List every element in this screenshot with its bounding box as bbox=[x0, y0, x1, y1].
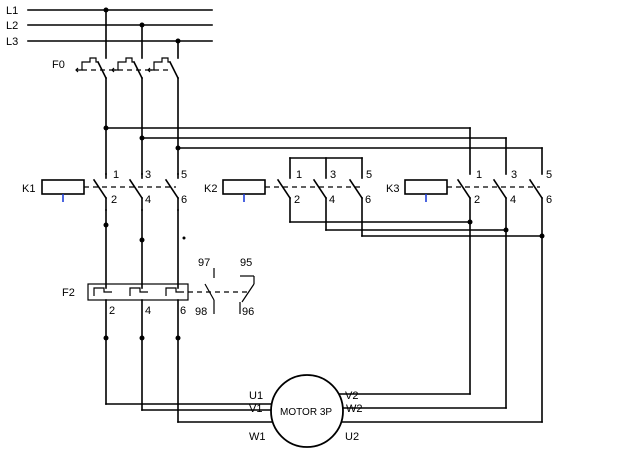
k1-label: K1 bbox=[22, 183, 35, 195]
contactor-k1: K1 1 3 5 2 4 6 bbox=[22, 169, 187, 211]
aux-terminal-95: 95 bbox=[240, 257, 252, 269]
k3-coil bbox=[404, 179, 448, 195]
k1-terminal-6: 6 bbox=[181, 194, 187, 206]
motor-terminal-w2: W2 bbox=[346, 403, 363, 415]
overload-terminal-4: 4 bbox=[145, 305, 151, 317]
contactor-k2: K2 1 3 5 2 4 6 bbox=[204, 157, 543, 237]
line-l2-label: L2 bbox=[6, 20, 18, 32]
motor-symbol bbox=[270, 374, 344, 448]
overload-f2-body bbox=[87, 283, 189, 301]
k3-terminal-4: 4 bbox=[510, 194, 516, 206]
k1-terminal-2: 2 bbox=[111, 194, 117, 206]
motor-wiring bbox=[105, 393, 543, 423]
motor-terminal-u2: U2 bbox=[345, 431, 359, 443]
k2-terminal-2: 2 bbox=[294, 194, 300, 206]
aux-terminal-98: 98 bbox=[195, 306, 207, 318]
junction-dot bbox=[467, 219, 473, 225]
junction-dot bbox=[139, 237, 145, 243]
motor-terminal-w1: W1 bbox=[249, 431, 266, 443]
k3-terminal-2: 2 bbox=[474, 194, 480, 206]
k2-terminal-5: 5 bbox=[366, 169, 372, 181]
line-l3-label: L3 bbox=[6, 36, 18, 48]
junction-dot bbox=[539, 233, 545, 239]
overload-terminal-2: 2 bbox=[109, 305, 115, 317]
bus-to-k3 bbox=[103, 125, 543, 175]
k2-terminal-1: 1 bbox=[296, 169, 302, 181]
k1-terminal-4: 4 bbox=[145, 194, 151, 206]
k1-terminal-5: 5 bbox=[181, 169, 187, 181]
k2-coil bbox=[222, 179, 266, 195]
motor-3p: MOTOR 3P U1 V1 W1 V2 W2 U2 bbox=[249, 374, 363, 448]
junction-dot bbox=[103, 222, 109, 228]
overload-relay-f2: F2 2 4 6 bbox=[62, 283, 250, 423]
k1-terminal-1: 1 bbox=[113, 169, 119, 181]
junction-dot bbox=[103, 335, 109, 341]
k2-terminal-6: 6 bbox=[365, 194, 371, 206]
k3-terminal-3: 3 bbox=[511, 169, 517, 181]
fuse-f0: F0 bbox=[52, 57, 180, 175]
motor-terminal-v2: V2 bbox=[345, 390, 358, 402]
overload-f2-label: F2 bbox=[62, 287, 75, 299]
line-l1-label: L1 bbox=[6, 5, 18, 17]
fuse-f0-label: F0 bbox=[52, 59, 65, 71]
overload-aux-contacts: 97 95 98 96 bbox=[195, 257, 255, 318]
k3-terminal-6: 6 bbox=[546, 194, 552, 206]
junction-dot bbox=[503, 227, 509, 233]
k1-output-wires bbox=[103, 209, 186, 289]
k1-coil bbox=[41, 179, 85, 195]
junction-dot bbox=[175, 335, 181, 341]
motor-terminal-v1: V1 bbox=[249, 403, 262, 415]
aux-terminal-97: 97 bbox=[198, 257, 210, 269]
overload-terminal-6: 6 bbox=[180, 305, 186, 317]
motor-label: MOTOR 3P bbox=[280, 407, 332, 418]
k3-label: K3 bbox=[386, 183, 399, 195]
supply-lines: L1 L2 L3 bbox=[6, 5, 213, 59]
junction-dot bbox=[182, 236, 186, 240]
k1-terminal-3: 3 bbox=[145, 169, 151, 181]
k3-terminal-1: 1 bbox=[476, 169, 482, 181]
k2-terminal-4: 4 bbox=[329, 194, 335, 206]
k2-terminal-3: 3 bbox=[330, 169, 336, 181]
motor-terminal-u1: U1 bbox=[249, 390, 263, 402]
junction-dot bbox=[139, 335, 145, 341]
k2-label: K2 bbox=[204, 183, 217, 195]
k3-terminal-5: 5 bbox=[546, 169, 552, 181]
contactor-k3: K3 1 3 5 2 4 6 bbox=[386, 169, 552, 423]
aux-terminal-96: 96 bbox=[242, 306, 254, 318]
